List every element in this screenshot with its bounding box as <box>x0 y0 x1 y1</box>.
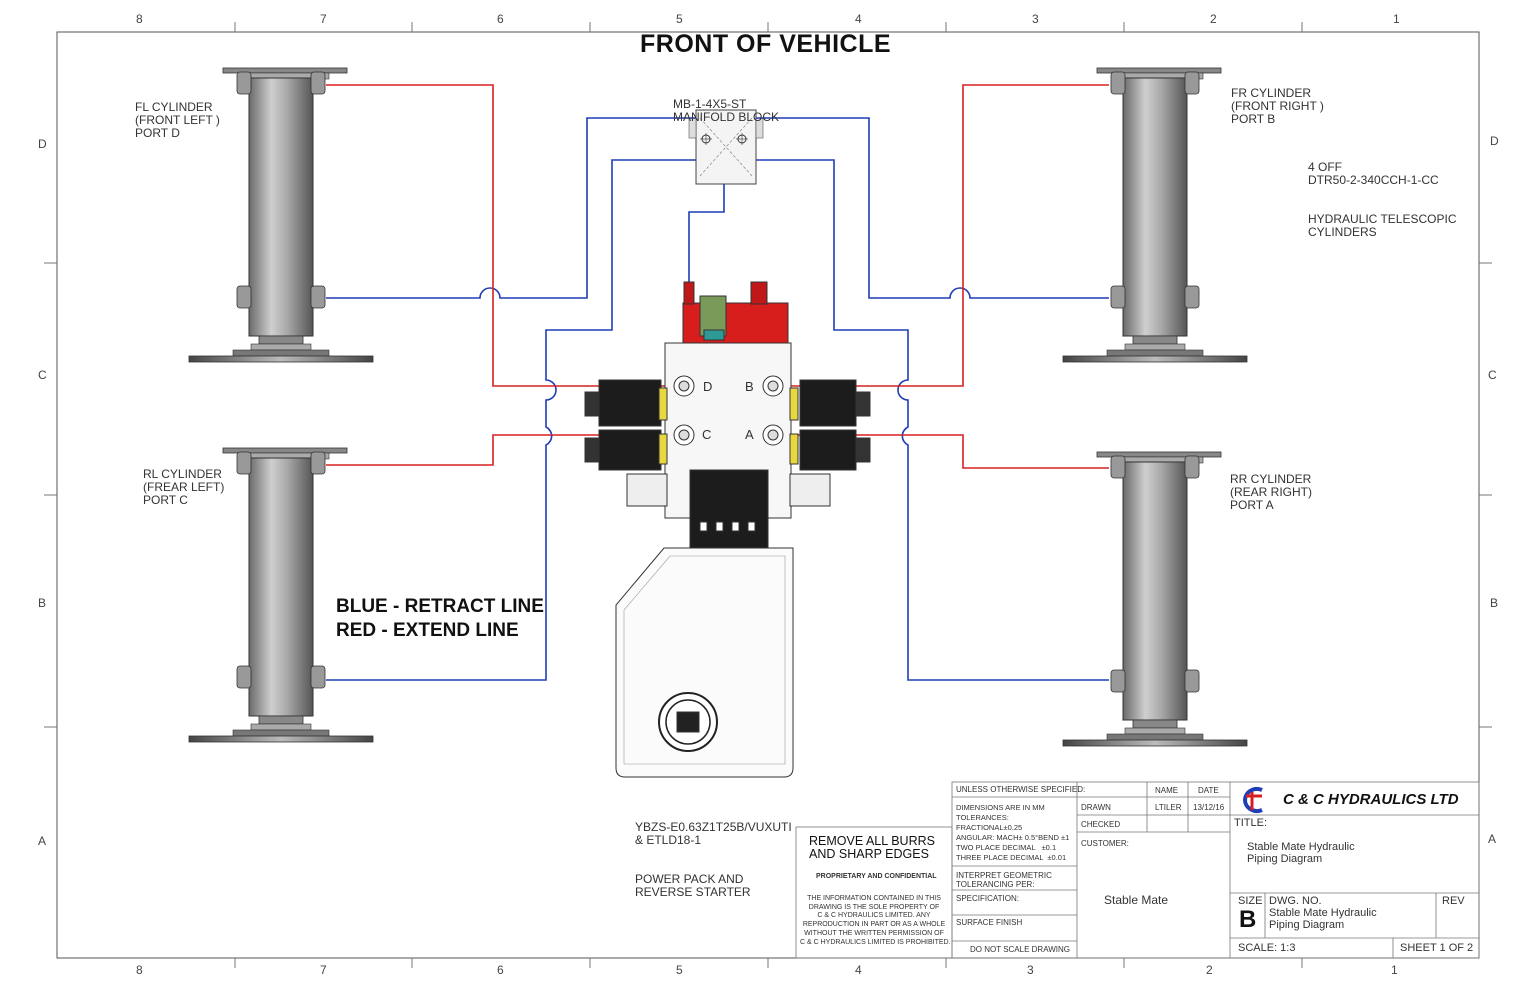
extend-lines <box>326 84 1109 469</box>
tb-checked: CHECKED <box>1081 820 1121 829</box>
page-title: FRONT OF VEHICLE <box>640 30 892 58</box>
tb-customer-label: CUSTOMER: <box>1081 839 1129 848</box>
col-label: 5 <box>676 12 683 26</box>
tb-sheet: SHEET 1 OF 2 <box>1400 942 1474 954</box>
title-block <box>795 781 1480 959</box>
proprietary-heading: PROPRIETARY AND CONFIDENTIAL <box>816 873 937 880</box>
tb-size: B <box>1239 906 1257 933</box>
row-label: C <box>1488 368 1497 382</box>
port-b: B <box>745 379 754 394</box>
company-name: C & C HYDRAULICS LTD <box>1283 791 1459 808</box>
port-d: D <box>703 379 713 394</box>
fr-label: FR CYLINDER(FRONT RIGHT )PORT B <box>1231 86 1324 126</box>
rr-label: RR CYLINDER(REAR RIGHT)PORT A <box>1230 472 1312 512</box>
port-a: A <box>745 427 754 442</box>
tb-specification: SPECIFICATION: <box>956 894 1019 903</box>
tb-surface: SURFACE FINISH <box>956 918 1023 927</box>
tb-drawn-name: LTILER <box>1155 803 1182 812</box>
manifold-block <box>688 109 764 185</box>
cylinder-front-right <box>1062 67 1248 363</box>
row-label: B <box>38 596 47 610</box>
col-label: 1 <box>1393 12 1400 26</box>
proprietary-text: THE INFORMATION CONTAINED IN THIS DRAWIN… <box>800 895 951 946</box>
legend-red: RED - EXTEND LINE <box>336 620 519 641</box>
powerpack-label: YBZS-E0.63Z1T25B/VUXUTI& ETLD18-1 POWER … <box>635 820 792 899</box>
tb-rev-label: REV <box>1442 895 1465 907</box>
power-pack <box>584 281 871 778</box>
row-label: B <box>1490 596 1499 610</box>
row-label: C <box>38 368 47 382</box>
tb-title: Stable Mate Hydraulic Piping Diagram <box>1247 841 1355 865</box>
tb-size-label: SIZE <box>1238 895 1263 907</box>
col-label: 4 <box>855 12 862 26</box>
legend-blue: BLUE - RETRACT LINE <box>336 596 544 617</box>
tb-dwg-label: DWG. NO. <box>1269 895 1322 907</box>
company-logo <box>1243 787 1263 813</box>
col-label: 1 <box>1391 963 1398 977</box>
row-label: A <box>1488 832 1497 846</box>
col-label: 2 <box>1210 12 1217 26</box>
col-label: 5 <box>676 963 683 977</box>
col-label: 6 <box>497 12 504 26</box>
tb-drawn-date: 13/12/16 <box>1193 803 1225 812</box>
tb-unless: UNLESS OTHERWISE SPECIFIED: <box>956 785 1086 794</box>
rl-label: RL CYLINDER(FREAR LEFT)PORT C <box>143 467 225 507</box>
col-label: 7 <box>320 963 327 977</box>
tb-noscale: DO NOT SCALE DRAWING <box>970 945 1071 954</box>
col-label: 8 <box>136 963 143 977</box>
tb-scale: SCALE: 1:3 <box>1238 942 1296 954</box>
col-label: 4 <box>855 963 862 977</box>
tb-dimensions: DIMENSIONS ARE IN MM TOLERANCES: FRACTIO… <box>956 803 1070 862</box>
col-label: 2 <box>1206 963 1213 977</box>
tb-customer: Stable Mate <box>1104 893 1169 907</box>
col-label: 6 <box>497 963 504 977</box>
port-c: C <box>702 427 712 442</box>
col-label: 3 <box>1027 963 1034 977</box>
tb-dwg: Stable Mate Hydraulic Piping Diagram <box>1269 907 1377 931</box>
tb-title-label: TITLE: <box>1234 817 1268 829</box>
tb-date-header: DATE <box>1198 786 1219 795</box>
tb-drawn: DRAWN <box>1081 803 1111 812</box>
tb-interpret: INTERPRET GEOMETRIC TOLERANCING PER: <box>956 871 1052 889</box>
row-label: A <box>38 834 47 848</box>
col-label: 7 <box>320 12 327 26</box>
fl-label: FL CYLINDER(FRONT LEFT )PORT D <box>135 100 220 140</box>
col-label: 3 <box>1032 12 1039 26</box>
tb-name-header: NAME <box>1155 786 1179 795</box>
col-label: 8 <box>136 12 143 26</box>
border-ticks <box>44 22 1492 968</box>
cylinder-rear-right <box>1062 451 1248 747</box>
burrs-title: REMOVE ALL BURRS AND SHARP EDGES <box>809 834 935 861</box>
row-label: D <box>38 137 47 151</box>
row-label: D <box>1490 134 1499 148</box>
retract-lines <box>326 117 1109 681</box>
